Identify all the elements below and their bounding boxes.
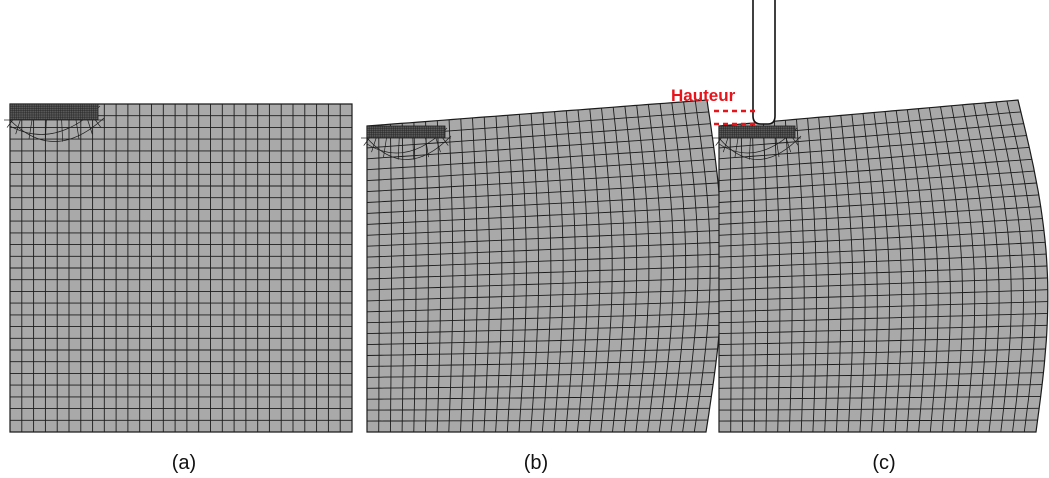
caption-c: (c) [872,452,896,474]
mesh-b-refined-zone [361,125,452,160]
caption-b: (b) [523,452,549,474]
mesh-a-grid [10,104,352,432]
height-marker [714,109,756,126]
indenter-tool [752,0,776,125]
caption-a: (a) [171,452,197,474]
mesh-b-grid [366,100,723,433]
mesh-c-grid [718,100,1048,433]
mesh-c-refined-zone [713,125,802,160]
indenter-body [752,0,776,125]
mesh-panel-b [361,99,724,433]
mesh-panel-c [713,99,1049,433]
mesh-panel-a [4,103,353,433]
mesh-a-refined-zone [4,103,105,142]
height-label: Hauteur [671,86,736,105]
mesh-b-body [366,99,724,433]
